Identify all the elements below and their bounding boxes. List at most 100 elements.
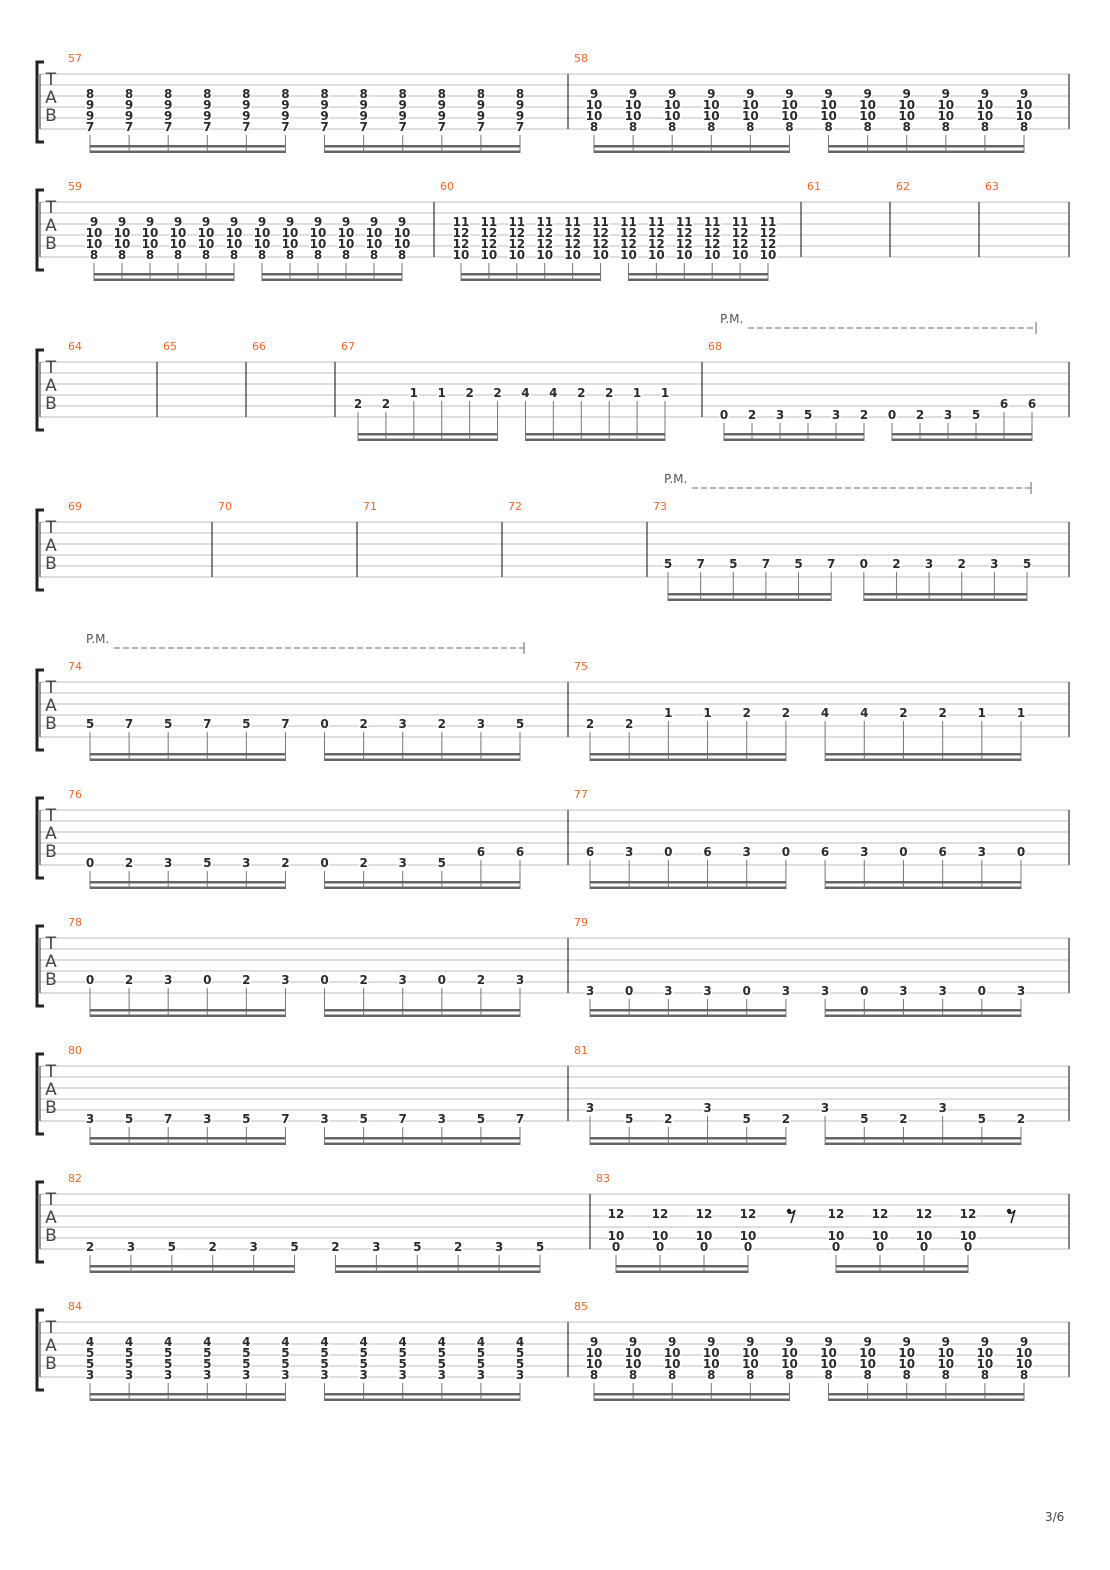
fret-number: 9 <box>590 87 598 101</box>
fret-number: 5 <box>978 1112 986 1126</box>
beam-secondary <box>724 438 864 441</box>
fret-number: 1 <box>978 706 986 720</box>
beam-secondary <box>262 278 402 281</box>
fret-number: 1 <box>633 386 641 400</box>
beam-group <box>828 135 1025 153</box>
fret-number: 8 <box>942 120 950 134</box>
fret-number: 7 <box>281 120 289 134</box>
fret-number: 0 <box>86 973 94 987</box>
fret-number: 10 <box>872 1229 889 1243</box>
fret-number: 2 <box>605 386 613 400</box>
fret-number: 2 <box>465 386 473 400</box>
measure-number: 77 <box>574 788 588 801</box>
tab-clef-letter: T <box>45 518 57 538</box>
fret-number: 5 <box>242 1346 250 1360</box>
fret-number: 10 <box>977 98 994 112</box>
measure-number: 67 <box>341 340 355 353</box>
tab-clef-letter: B <box>45 1354 57 1374</box>
tab-clef-letter: T <box>45 678 57 698</box>
fret-number: 9 <box>516 98 524 112</box>
fret-number: 5 <box>477 1112 485 1126</box>
fret-number: 7 <box>164 1112 172 1126</box>
fret-number: 11 <box>536 215 553 229</box>
staff-system: TAB5789978997899789978997899789978997899… <box>35 52 1070 153</box>
beam-primary <box>668 593 832 596</box>
fret-number: 9 <box>320 109 328 123</box>
fret-number: 9 <box>438 109 446 123</box>
beam-primary <box>863 593 1027 596</box>
fret-number: 10 <box>703 109 720 123</box>
fret-number: 8 <box>863 1368 871 1382</box>
beam-group <box>589 1116 787 1145</box>
fret-number: 10 <box>937 109 954 123</box>
beam-secondary <box>616 1270 748 1273</box>
beam-group <box>334 1255 541 1273</box>
fret-number: 10 <box>625 1357 642 1371</box>
fret-number: 11 <box>648 215 665 229</box>
fret-number: 10 <box>781 1346 798 1360</box>
beam-secondary <box>828 150 1024 153</box>
palm-mute-label: P.M. <box>720 312 743 326</box>
measure-69: 69 <box>68 500 82 513</box>
fret-number: 12 <box>536 226 553 240</box>
beam-secondary <box>628 278 768 281</box>
fret-number: 10 <box>282 226 299 240</box>
fret-number: 10 <box>760 248 777 262</box>
fret-number: 9 <box>903 1335 911 1349</box>
measure-71: 71 <box>363 500 377 513</box>
measure-number: 70 <box>218 500 232 513</box>
fret-number: 3 <box>821 984 829 998</box>
fret-number: 8 <box>707 1368 715 1382</box>
fret-number: 5 <box>516 1346 524 1360</box>
tab-clef-letter: T <box>45 358 57 378</box>
fret-number: 5 <box>438 1346 446 1360</box>
fret-number: 6 <box>516 845 524 859</box>
fret-number: 10 <box>366 226 383 240</box>
fret-number: 10 <box>703 1346 720 1360</box>
fret-number: 10 <box>704 248 721 262</box>
fret-number: 9 <box>707 1335 715 1349</box>
fret-number: 9 <box>668 1335 676 1349</box>
fret-number: 7 <box>281 717 289 731</box>
fret-number: 10 <box>664 1346 681 1360</box>
fret-number: 9 <box>242 109 250 123</box>
fret-number: 9 <box>981 87 989 101</box>
fret-number: 5 <box>625 1112 633 1126</box>
fret-number: 5 <box>413 1240 421 1254</box>
fret-number: 10 <box>937 1357 954 1371</box>
fret-number: 9 <box>477 109 485 123</box>
fret-number: 0 <box>920 1240 928 1254</box>
fret-number: 3 <box>776 408 784 422</box>
fret-number: 3 <box>832 408 840 422</box>
system-bracket <box>35 1308 44 1392</box>
fret-number: 0 <box>860 984 868 998</box>
measure-59: 5991010891010891010891010891010891010891… <box>68 180 412 281</box>
fret-number: 8 <box>590 120 598 134</box>
fret-number: 7 <box>320 120 328 134</box>
fret-number: 8 <box>590 1368 598 1382</box>
beam-primary <box>94 273 234 276</box>
fret-number: 8 <box>90 248 98 262</box>
fret-number: 12 <box>453 237 470 251</box>
fret-number: 9 <box>230 215 238 229</box>
fret-number: 9 <box>146 215 154 229</box>
beam-primary <box>324 881 520 884</box>
beam-primary <box>461 273 601 276</box>
fret-number: 7 <box>164 120 172 134</box>
beam-group <box>824 999 1022 1017</box>
beam-secondary <box>594 1398 790 1401</box>
beam-group <box>589 721 787 761</box>
fret-number: 3 <box>242 1368 250 1382</box>
fret-number: 0 <box>964 1240 972 1254</box>
fret-number: 2 <box>782 1112 790 1126</box>
fret-number: 10 <box>742 1346 759 1360</box>
beam-primary <box>90 1137 286 1140</box>
fret-number: 8 <box>286 248 294 262</box>
fret-number: 8 <box>342 248 350 262</box>
fret-number: 10 <box>664 1357 681 1371</box>
fret-number: 5 <box>438 856 446 870</box>
fret-number: 5 <box>125 1112 133 1126</box>
